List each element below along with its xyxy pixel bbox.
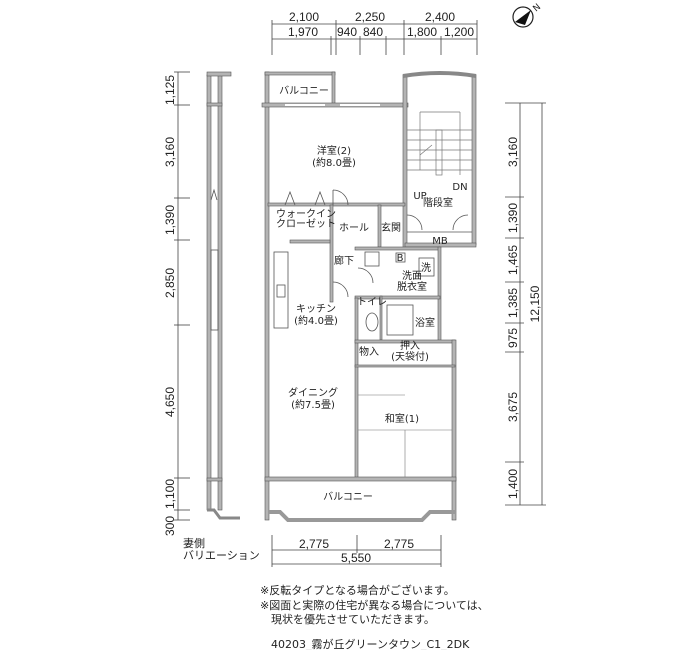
dim-right-2: 1,390 [506, 203, 520, 233]
dim-left-1: 1,125 [163, 75, 177, 105]
label-balcony-top: バルコニー [279, 85, 329, 97]
dim-top-6: 840 [363, 25, 383, 39]
dim-top-1: 2,100 [289, 10, 319, 24]
label-dn: DN [452, 182, 467, 193]
label-japanese-room: 和室(1) [385, 412, 419, 425]
compass-label: N [532, 2, 544, 14]
dim-left-2: 3,160 [163, 137, 177, 167]
side-variation-elevation [206, 71, 240, 520]
label-dining: ダイニング [288, 386, 338, 399]
washer-icon [418, 257, 435, 277]
right-dimensions: 3,160 1,390 1,465 1,385 975 3,675 1,400 … [505, 102, 546, 506]
dim-top-3: 2,400 [425, 10, 455, 24]
dim-left-6: 1,100 [163, 479, 177, 509]
label-b-mark: B [397, 253, 404, 264]
dim-bottom-2: 2,775 [384, 537, 414, 551]
label-entrance: 玄関 [381, 221, 401, 234]
dim-right-6: 3,675 [506, 392, 520, 422]
label-kitchen: キッチン [296, 303, 336, 315]
top-dimensions: 2,100 2,250 2,400 1,970 940 840 1,800 1,… [271, 10, 478, 55]
dim-top-5: 940 [337, 25, 357, 39]
dim-right-7: 1,400 [506, 469, 520, 499]
dim-left-5: 4,650 [163, 387, 177, 417]
label-balcony-bottom: バルコニー [323, 491, 373, 503]
dim-left-3: 1,390 [163, 205, 177, 235]
label-western-room-size: (約8.0畳) [312, 156, 356, 169]
door-icon [332, 189, 349, 206]
walls [261, 71, 477, 522]
north-compass-icon: N [512, 2, 544, 28]
caption: 40203_霧が丘グリーンタウン_C1_2DK [271, 637, 470, 650]
dim-right-4: 1,385 [506, 288, 520, 318]
label-wic-2: クローゼット [276, 218, 336, 230]
label-mb: MB [432, 236, 448, 247]
label-up: UP [413, 191, 426, 202]
dim-bottom-total: 5,550 [341, 551, 371, 565]
label-washroom-1: 洗面 [402, 270, 422, 282]
dim-left-7: 300 [163, 516, 177, 536]
side-label-1: 妻側 [183, 537, 205, 550]
note-1: ※反転タイプとなる場合がございます。 [260, 583, 455, 597]
label-corridor: 廊下 [334, 254, 354, 267]
note-2: ※図面と実際の住宅が異なる場合については、 [260, 598, 489, 612]
dim-left-4: 2,850 [163, 268, 177, 298]
label-closet-1: 押入 [400, 339, 420, 352]
dim-top-2: 2,250 [355, 10, 385, 24]
label-bath: 浴室 [415, 316, 435, 329]
note-3: 現状を優先させていただきます。 [271, 612, 435, 626]
dim-bottom-1: 2,775 [299, 537, 329, 551]
dim-right-total: 12,150 [528, 285, 542, 322]
bottom-dimensions: 2,775 2,775 5,550 [271, 535, 442, 567]
label-closet-2: (天袋付) [391, 350, 429, 363]
dim-right-1: 3,160 [506, 137, 520, 167]
label-western-room: 洋室(2) [317, 144, 351, 157]
dim-top-7: 1,800 [407, 25, 437, 39]
label-washroom-2: 脱衣室 [397, 280, 427, 293]
label-wic-1: ウォークイン [276, 208, 336, 220]
label-kitchen-size: (約4.0畳) [294, 314, 338, 327]
dim-top-4: 1,970 [288, 25, 318, 39]
side-label-2: バリエーション [183, 549, 260, 562]
toilet-icon [365, 312, 379, 332]
label-storage: 物入 [359, 345, 379, 358]
fixtures [273, 111, 472, 477]
label-hall: ホール [339, 222, 369, 234]
room-labels: バルコニー 洋室(2) (約8.0畳) ウォークイン クローゼット ホール 玄関… [276, 85, 468, 503]
label-washer: 洗 [421, 262, 431, 274]
label-stairwell: 階段室 [423, 196, 453, 209]
bathtub-icon [386, 304, 414, 336]
dim-right-3: 1,465 [506, 245, 520, 275]
left-dimensions: 1,125 3,160 1,390 2,850 4,650 1,100 300 [163, 71, 190, 536]
label-dining-size: (約7.5畳) [291, 398, 335, 411]
dim-top-8: 1,200 [444, 25, 474, 39]
washbasin-icon [364, 251, 380, 267]
label-toilet: トイレ [357, 297, 387, 308]
dim-right-5: 975 [506, 328, 520, 348]
